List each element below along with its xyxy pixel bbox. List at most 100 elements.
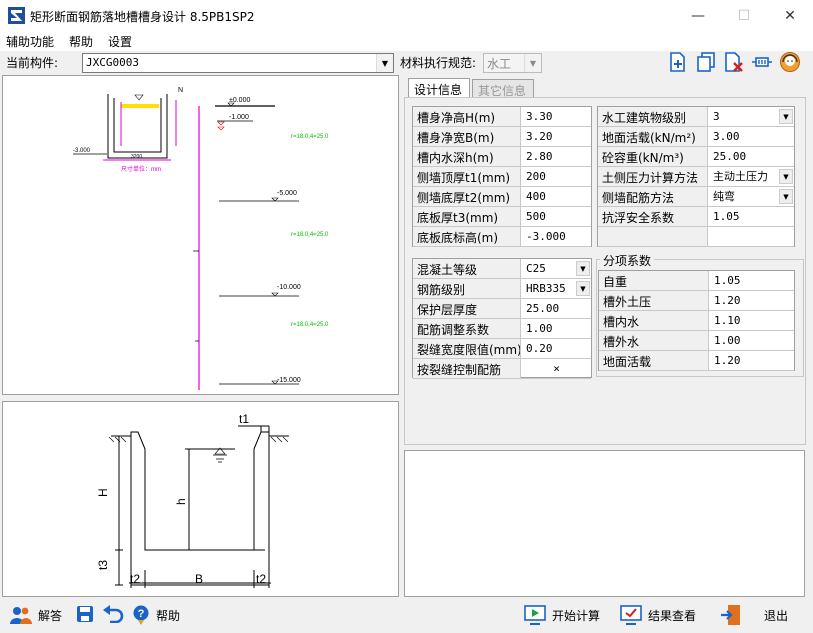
field-label: 槽内水 (599, 311, 709, 330)
field-value[interactable]: 400 (526, 190, 546, 203)
profile-panel: -3.000 尺寸单位：mm 3200 N ±0.000 -1.000 r=18… (2, 75, 399, 395)
table-row: 槽内水 1.10 (599, 311, 794, 331)
field-label: 水工建筑物级别 (598, 107, 708, 126)
field-value[interactable]: 1.05 (714, 274, 741, 287)
table-row: 底板底标高(m) -3.000 (413, 227, 591, 247)
view-results-button[interactable]: 结果查看 (620, 604, 696, 626)
factors-group (596, 259, 804, 377)
chevron-down-icon[interactable]: ▼ (779, 189, 793, 204)
field-value[interactable]: 25.00 (526, 302, 560, 315)
menu-tools[interactable]: 辅助功能 (6, 35, 55, 49)
tab-other-info[interactable]: 其它信息 (472, 79, 534, 98)
label-t3: t3 (96, 560, 110, 570)
field-value[interactable]: 1.00 (714, 334, 741, 347)
exit-button[interactable]: 退出 (720, 604, 788, 626)
field-value[interactable]: 1.20 (714, 354, 741, 367)
svg-text:?: ? (138, 608, 145, 620)
table-row: 土侧压力计算方法主动土压力▼ (598, 167, 794, 187)
field-value[interactable]: 25.00 (713, 150, 747, 163)
field-label: 底板厚t3(mm) (413, 207, 521, 226)
field-value[interactable]: 3 (713, 110, 720, 123)
field-value[interactable]: 1.20 (714, 294, 741, 307)
field-value[interactable]: 3.00 (713, 130, 740, 143)
field-value[interactable]: × (553, 362, 560, 375)
menu-help[interactable]: 帮助 (69, 35, 94, 49)
label-t2-left: t2 (130, 572, 140, 586)
field-value[interactable]: 500 (526, 210, 546, 223)
field-label: 侧墙配筋方法 (598, 187, 708, 206)
copy-icon[interactable] (695, 51, 717, 73)
field-label: 槽身净宽B(m) (413, 127, 521, 146)
table-row: 槽身净高H(m)3.30 (413, 107, 591, 127)
field-value[interactable]: 主动土压力 (713, 170, 768, 183)
soil-label-1: r=18.0,4=25.0 (291, 134, 329, 140)
save-icon[interactable] (76, 605, 94, 623)
table-row: 水工建筑物级别 3 ▼ (598, 107, 794, 127)
section-drawing: t1 H h t3 t2 B t2 (96, 412, 289, 588)
field-value[interactable]: -3.000 (526, 230, 566, 243)
chevron-down-icon[interactable]: ▼ (376, 54, 393, 72)
table-row: 抗浮安全系数 1.05 (598, 207, 794, 227)
field-label: 底板底标高(m) (413, 227, 521, 246)
users-icon (10, 607, 32, 624)
section-panel: t1 H h t3 t2 B t2 (2, 401, 399, 597)
delete-file-icon[interactable] (723, 51, 745, 73)
field-value[interactable]: 1.10 (714, 314, 741, 327)
menu-settings[interactable]: 设置 (108, 35, 133, 49)
label-B: B (195, 572, 203, 586)
chevron-down-icon[interactable]: ▼ (524, 54, 541, 72)
field-value[interactable]: 200 (526, 170, 546, 183)
field-label (598, 227, 708, 246)
table-row: 侧墙底厚t2(mm)400 (413, 187, 591, 207)
field-label: 配筋调整系数 (413, 319, 521, 338)
spec-select[interactable]: 水工 ▼ (483, 53, 542, 73)
field-label: 抗浮安全系数 (598, 207, 708, 226)
field-label: 按裂缝控制配筋 (413, 359, 521, 378)
dim-left-text: -3.000 (73, 148, 91, 154)
trough-sketch: -3.000 尺寸单位：mm 3200 N (73, 87, 183, 173)
soil-profile: ±0.000 -1.000 r=18.0,4=25.0 -5.000 r=18.… (193, 97, 329, 390)
field-value[interactable]: 1.05 (713, 210, 740, 223)
menu-bar: 辅助功能 帮助 设置 (0, 31, 813, 51)
new-file-icon[interactable] (667, 51, 689, 73)
chevron-down-icon[interactable]: ▼ (779, 169, 793, 184)
field-value[interactable]: 3.30 (526, 110, 553, 123)
title-bar: 矩形断面钢筋落地槽槽身设计 8.5PB1SP2 — ☐ ✕ (0, 0, 813, 31)
properties-icon[interactable] (751, 51, 773, 73)
elev-0-text: ±0.000 (229, 97, 250, 104)
output-log-area[interactable] (404, 450, 805, 597)
field-value[interactable]: HRB335 (526, 282, 566, 295)
field-label: 侧墙顶厚t1(mm) (413, 167, 521, 186)
field-value[interactable]: 0.20 (526, 342, 553, 355)
table-row: 槽内水深h(m)2.80 (413, 147, 591, 167)
table-row (598, 227, 794, 247)
maximize-button[interactable]: ☐ (737, 7, 751, 24)
start-calc-button[interactable]: 开始计算 (524, 604, 600, 626)
field-value[interactable] (709, 227, 794, 246)
field-value[interactable]: C25 (526, 262, 546, 275)
field-value[interactable]: 1.00 (526, 322, 553, 335)
field-value[interactable]: 纯弯 (713, 190, 735, 203)
chevron-down-icon[interactable]: ▼ (779, 109, 793, 124)
component-select[interactable]: JXCG0003 ▼ (82, 53, 394, 73)
field-value[interactable]: 3.20 (526, 130, 553, 143)
answer-button[interactable]: 解答 (10, 604, 62, 626)
help-button[interactable]: ? 帮助 (132, 604, 180, 626)
field-value[interactable]: 2.80 (526, 150, 553, 163)
table-row: 侧墙顶厚t1(mm) 200 (413, 167, 591, 187)
support-icon[interactable] (779, 51, 801, 73)
chevron-down-icon[interactable]: ▼ (576, 281, 590, 296)
close-button[interactable]: ✕ (784, 7, 796, 24)
profile-drawing: -3.000 尺寸单位：mm 3200 N ±0.000 -1.000 r=18… (73, 87, 329, 390)
dim-b-text: 3200 (131, 154, 142, 160)
undo-icon[interactable] (102, 605, 124, 623)
minimize-button[interactable]: — (691, 7, 705, 24)
tab-design-info[interactable]: 设计信息 (408, 78, 470, 98)
chevron-down-icon[interactable]: ▼ (576, 261, 590, 276)
